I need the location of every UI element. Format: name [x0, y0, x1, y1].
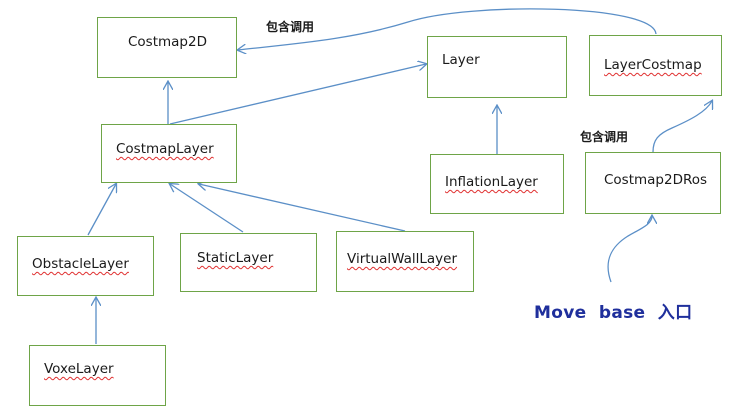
annotation-contains-call-top: 包含调用	[266, 20, 315, 34]
node-inflation-layer-label: InflationLayer	[445, 174, 538, 190]
node-inflation-layer[interactable]: InflationLayer	[430, 154, 564, 214]
node-voxe-layer-label: VoxeLayer	[44, 361, 114, 377]
node-virtual-wall-layer-label: VirtualWallLayer	[347, 251, 458, 267]
node-costmap-layer-label: CostmapLayer	[116, 141, 214, 157]
edge-virtualwalllayer-to-costmaplayer	[199, 184, 406, 232]
node-costmap2d-label: Costmap2D	[128, 34, 207, 50]
edge-staticlayer-to-costmaplayer	[170, 184, 244, 233]
node-obstacle-layer-label: ObstacleLayer	[32, 256, 129, 272]
node-static-layer[interactable]: StaticLayer	[180, 233, 317, 292]
node-layer[interactable]: Layer	[427, 36, 567, 98]
annotation-move-base-entry: Move base 入口	[534, 303, 693, 323]
node-costmap-layer[interactable]: CostmapLayer	[101, 124, 237, 183]
edge-costmaplayer-to-layer	[169, 64, 426, 125]
node-voxe-layer[interactable]: VoxeLayer	[29, 345, 166, 406]
edge-layercostmap-to-costmap2d	[238, 8, 657, 50]
node-static-layer-label: StaticLayer	[197, 250, 274, 266]
edge-movebase-to-costmap2dros	[607, 216, 652, 283]
node-virtual-wall-layer[interactable]: VirtualWallLayer	[336, 231, 474, 292]
node-costmap2d[interactable]: Costmap2D	[97, 17, 237, 78]
node-costmap2d-ros-label: Costmap2DRos	[604, 172, 708, 188]
node-obstacle-layer[interactable]: ObstacleLayer	[17, 236, 154, 296]
annotation-contains-call-right: 包含调用	[580, 130, 629, 144]
node-costmap2d-ros[interactable]: Costmap2DRos	[585, 152, 721, 214]
edge-costmap2dros-to-layercostmap	[652, 101, 712, 153]
edge-obstaclelayer-to-costmaplayer	[87, 184, 116, 236]
node-layer-costmap[interactable]: LayerCostmap	[589, 35, 722, 96]
node-layer-label: Layer	[442, 52, 480, 68]
node-layer-costmap-label: LayerCostmap	[604, 57, 702, 73]
